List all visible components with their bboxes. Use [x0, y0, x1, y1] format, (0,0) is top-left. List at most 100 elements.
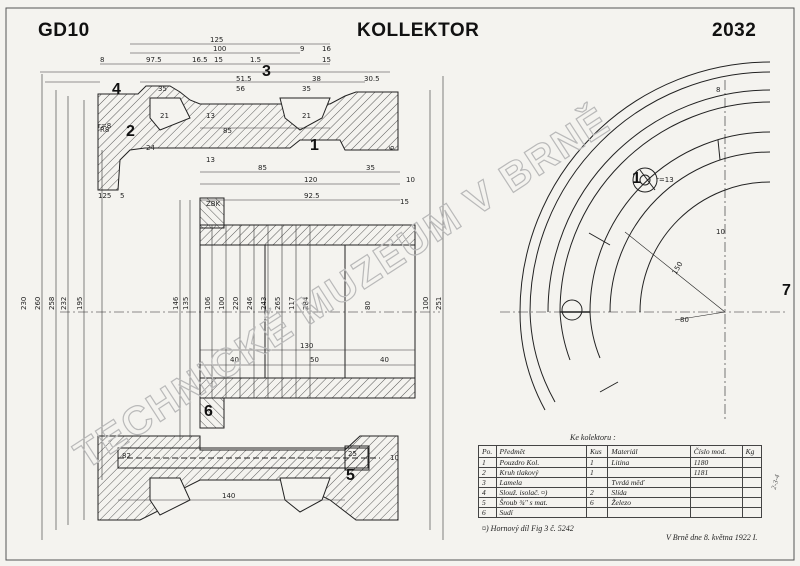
detail-view-labels: r=13 10 150 80 8 7 [656, 86, 791, 324]
vertical-dimension-labels: 230 260 258 232 195 146 135 106 100 220 … [20, 145, 443, 310]
parts-list: Ke kolektoru : Po. Předmět Kus Materiál … [478, 433, 763, 518]
svg-text:13: 13 [206, 112, 215, 120]
detail-view [500, 61, 785, 420]
clamp-groove-left [149, 97, 191, 131]
part-number-5: 5 [346, 467, 355, 484]
svg-text:r=13: r=13 [656, 176, 674, 184]
svg-text:258: 258 [48, 297, 56, 310]
svg-text:35: 35 [158, 85, 167, 93]
part-number-6: 6 [204, 403, 213, 420]
insulation-bottom [199, 397, 225, 429]
svg-text:15: 15 [214, 56, 223, 64]
svg-text:246: 246 [246, 296, 254, 310]
signature-date: V Brně dne 8. května 1922 I. [666, 533, 758, 542]
svg-text:232: 232 [60, 297, 68, 310]
footnote: ¤) Hornový díl Fig 3 č. 5242 [482, 524, 574, 533]
svg-text:92.5: 92.5 [304, 192, 320, 200]
svg-text:15: 15 [400, 198, 409, 206]
svg-text:120: 120 [304, 176, 317, 184]
svg-text:251: 251 [435, 297, 443, 310]
svg-text:100: 100 [422, 297, 430, 310]
parts-table: Po. Předmět Kus Materiál Číslo mod. Kg 1… [478, 445, 763, 518]
svg-text:284: 284 [302, 296, 310, 310]
svg-text:82: 82 [122, 452, 131, 460]
svg-text:125: 125 [210, 36, 223, 44]
table-row: 5 Šroub ¾" s mat. 6 Železo [478, 497, 763, 508]
svg-text:24: 24 [146, 144, 155, 152]
svg-text:85: 85 [258, 164, 267, 172]
svg-text:9: 9 [300, 45, 304, 53]
svg-text:ZBK: ZBK [206, 200, 221, 208]
svg-text:16.5: 16.5 [192, 56, 208, 64]
svg-text:97.5: 97.5 [146, 56, 162, 64]
svg-text:40: 40 [380, 356, 389, 364]
svg-text:130: 130 [300, 342, 313, 350]
part-number-2: 2 [126, 123, 135, 140]
svg-text:8: 8 [100, 56, 104, 64]
svg-text:13: 13 [206, 156, 215, 164]
sheet-border [5, 7, 795, 561]
svg-text:100: 100 [213, 45, 226, 53]
svg-text:40: 40 [230, 356, 239, 364]
drawing-title: KOLLEKTOR [357, 20, 480, 41]
header-qty: Kus [586, 445, 609, 458]
svg-text:35: 35 [366, 164, 375, 172]
part-number-3: 3 [262, 63, 271, 80]
part-number-callouts: 1 2 3 4 5 6 1 [112, 63, 641, 484]
parts-table-header: Po. Předmět Kus Materiál Číslo mod. Kg [478, 445, 763, 458]
svg-text:135: 135 [182, 297, 190, 310]
header-pos: Po. [478, 445, 497, 458]
svg-text:220: 220 [232, 297, 240, 310]
svg-text:6: 6 [388, 145, 396, 150]
museum-watermark: TECHNICKÉ MUZEUM V BRNĚ [66, 97, 618, 478]
svg-text:r=8: r=8 [98, 122, 111, 130]
hub-top-section [97, 85, 399, 191]
table-row: 1 Pouzdro Kol. 1 Litina 1180 [478, 457, 763, 468]
svg-text:265: 265 [274, 297, 282, 310]
horizontal-dimension-labels: 125 100 9 16 8 97.5 16.5 15 1.5 15 51.5 … [98, 36, 415, 500]
svg-text:230: 230 [20, 297, 28, 310]
svg-text:146: 146 [172, 296, 180, 310]
table-row: 6 Sudí [478, 507, 763, 518]
svg-text:21: 21 [302, 112, 311, 120]
svg-text:10: 10 [406, 176, 415, 184]
part-number-4: 4 [112, 81, 121, 98]
svg-text:16: 16 [322, 45, 331, 53]
svg-text:38: 38 [312, 75, 321, 83]
svg-text:21: 21 [160, 112, 169, 120]
svg-text:15: 15 [322, 56, 331, 64]
table-row: 3 Lamela Tvrdá měď [478, 477, 763, 488]
header-kg: Kg [741, 445, 763, 458]
svg-text:5: 5 [120, 192, 124, 200]
drawing-number: 2032 [712, 20, 757, 41]
svg-text:10: 10 [716, 228, 725, 236]
svg-text:80: 80 [680, 316, 689, 324]
svg-text:R8: R8 [100, 126, 109, 134]
svg-text:117: 117 [288, 297, 296, 310]
svg-text:25: 25 [348, 450, 357, 458]
detail-part-number-1: 1 [632, 170, 641, 187]
svg-text:80: 80 [364, 301, 372, 310]
svg-text:100: 100 [218, 297, 226, 310]
svg-text:7: 7 [782, 282, 791, 299]
svg-text:51.5: 51.5 [236, 75, 252, 83]
svg-text:243: 243 [260, 297, 268, 310]
table-row: 4 Slouž. isolač. ¤) 2 Slída [478, 487, 763, 498]
sleeve-body [199, 244, 416, 379]
parts-list-caption: Ke kolektoru : [570, 433, 616, 442]
svg-text:260: 260 [34, 297, 42, 310]
svg-text:8: 8 [716, 86, 720, 94]
svg-text:10: 10 [390, 454, 399, 462]
svg-text:106: 106 [204, 296, 212, 310]
header-material: Materiál [607, 445, 691, 458]
clamp-groove-right [279, 97, 331, 131]
insulation-top [199, 197, 225, 229]
svg-text:140: 140 [222, 492, 235, 500]
horizontal-dimension-lines [40, 43, 415, 501]
svg-text:1.5: 1.5 [250, 56, 261, 64]
svg-text:195: 195 [76, 297, 84, 310]
svg-text:30.5: 30.5 [364, 75, 380, 83]
vertical-dimension-lines [41, 74, 444, 540]
